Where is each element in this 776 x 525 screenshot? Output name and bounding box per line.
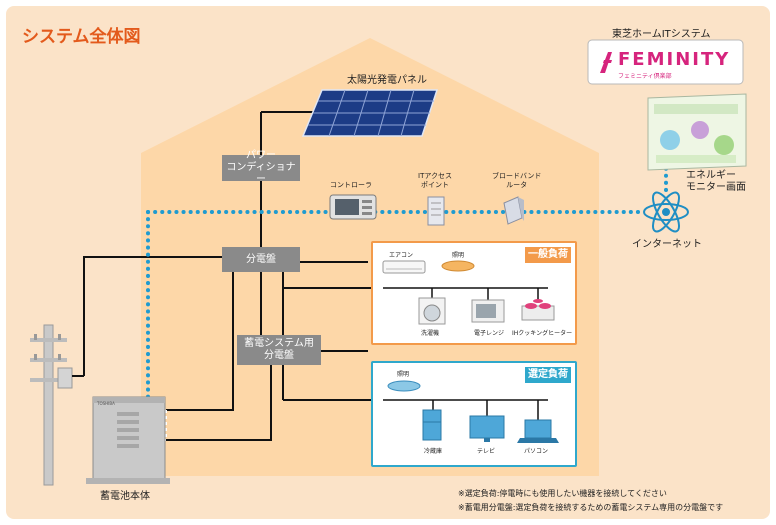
selected-load-tag: 選定負荷 xyxy=(525,367,571,383)
controller-icon xyxy=(329,194,377,220)
selected-load-item-tv: テレビ xyxy=(477,448,496,455)
solar-panel-icon xyxy=(301,89,439,137)
general-load-panel: 一般負荷 xyxy=(371,241,577,345)
selected-load-item-light: 照明 xyxy=(397,371,410,378)
broadband-router-label: ブロードバンド ルータ xyxy=(492,172,541,190)
it-access-point-label: ITアクセス ポイント xyxy=(418,172,452,190)
storage-board-box: 蓄電システム用 分電盤 xyxy=(237,335,321,365)
selected-load-item-pc: パソコン xyxy=(524,448,549,455)
battery-brand: TOSHIBA xyxy=(97,401,115,406)
battery-label: 蓄電池本体 xyxy=(100,491,150,502)
broadband-router-label-2: ルータ xyxy=(506,181,528,189)
general-load-item-ih-cooker: IHクッキングヒーター xyxy=(512,330,573,337)
utility-pole-icon xyxy=(30,324,73,486)
energy-monitor-label: エネルギー モニター画面 xyxy=(686,170,746,194)
battery-unit-icon xyxy=(86,396,170,484)
note-selected-load: ※選定負荷:停電時にも使用したい機器を接続してください xyxy=(458,489,667,498)
internet-icon xyxy=(643,191,689,233)
broadband-router-icon xyxy=(503,196,524,225)
general-load-item-microwave: 電子レンジ xyxy=(474,330,505,337)
storage-board-label-1: 蓄電システム用 xyxy=(244,338,314,349)
note-storage-board: ※蓄電用分電盤:選定負荷を接続するための蓄電システム専用の分電盤です xyxy=(458,503,724,512)
selected-load-item-refrigerator: 冷蔵庫 xyxy=(424,448,443,455)
it-access-point-label-1: ITアクセス xyxy=(418,172,452,180)
distribution-board-box: 分電盤 xyxy=(222,247,300,272)
energy-monitor-label-1: エネルギー xyxy=(686,170,736,181)
it-access-point-icon xyxy=(427,196,445,226)
internet-label: インターネット xyxy=(632,239,702,250)
energy-monitor-screen-icon xyxy=(647,93,747,171)
toshiba-system-label: 東芝ホームITシステム xyxy=(612,29,711,40)
power-conditioner-label-2: コンディショナー xyxy=(226,162,296,185)
solar-panel-label: 太陽光発電パネル xyxy=(347,75,427,86)
it-access-point-label-2: ポイント xyxy=(421,181,449,189)
distribution-board-label: 分電盤 xyxy=(246,253,276,265)
power-conditioner-label-1: パワー xyxy=(246,150,276,161)
page-title: システム全体図 xyxy=(22,27,141,47)
broadband-router-label-1: ブロードバンド xyxy=(492,172,542,180)
feminity-logo-text: FEMINITY xyxy=(618,49,731,70)
controller-label: コントローラ xyxy=(330,181,372,189)
power-conditioner-box: パワー コンディショナー xyxy=(222,150,300,185)
storage-board-label-2: 分電盤 xyxy=(264,350,294,361)
general-load-item-aircon: エアコン xyxy=(389,252,414,259)
feminity-logo-box xyxy=(587,39,744,85)
general-load-item-light: 照明 xyxy=(452,252,465,259)
selected-load-panel: 選定負荷 xyxy=(371,361,577,467)
energy-monitor-label-2: モニター画面 xyxy=(686,182,746,193)
general-load-tag: 一般負荷 xyxy=(525,247,571,263)
feminity-sub-text: フェミニティ倶楽部 xyxy=(618,73,672,80)
general-load-item-washer: 洗濯機 xyxy=(421,330,440,337)
